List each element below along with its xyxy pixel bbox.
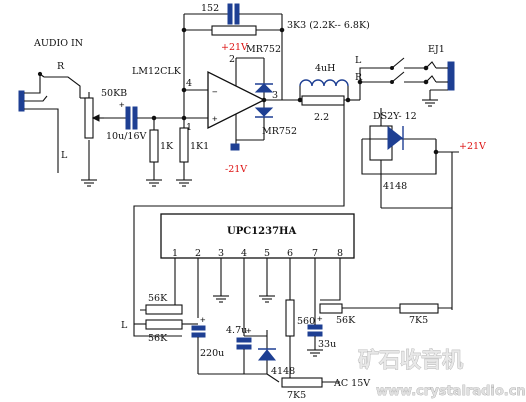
input-coupling-capacitor: +	[104, 100, 184, 130]
relay-contacts	[357, 57, 426, 100]
ic-pin-8: 8	[337, 248, 343, 259]
r7k5-b-label: 7K5	[287, 390, 306, 401]
jack-l-label: L	[355, 55, 362, 66]
diode-top-label: MR752	[246, 44, 281, 55]
cap-4-7u-label: 4.7u	[226, 325, 247, 336]
jack-name-label: EJ1	[428, 44, 445, 55]
feedback-resistor-label: 3K3 (2.2K-- 6.8K)	[287, 20, 370, 31]
headphone-output-jack	[422, 61, 455, 107]
relay-label: DS2Y- 12	[373, 111, 417, 122]
r56k-a-label: 56K	[148, 293, 168, 304]
vminus-label: -21V	[225, 164, 247, 175]
svg-text:+: +	[200, 315, 206, 326]
r1k1-label: 1K1	[190, 141, 209, 152]
r560-label: 560	[297, 316, 315, 327]
amp-pin4: 4	[186, 78, 192, 89]
ic-wiring	[133, 99, 453, 337]
watermark-cn: 矿石收音机	[358, 348, 463, 372]
ic-pin-4: 4	[241, 248, 247, 259]
watermark-url: www.crystalradio.cn	[376, 384, 526, 399]
resistor-7k5-a	[399, 303, 439, 314]
amp-pin3: 3	[272, 90, 278, 101]
capacitor-220u: +	[191, 315, 206, 374]
r1k-label: 1K	[160, 141, 174, 152]
resistor-56k-b	[134, 319, 198, 330]
ac-15v-label: AC 15V	[333, 378, 370, 389]
power-amplifier: − +	[181, 30, 266, 151]
output-resistor-2-2	[297, 95, 351, 106]
relay-vplus-label: +21V	[459, 141, 486, 152]
input-cap-label: 10u/16V	[106, 131, 146, 142]
capacitor-33u: +	[307, 300, 323, 357]
diode-4148-label: 4148	[271, 366, 295, 377]
r7k5-a-label: 7K5	[409, 315, 428, 326]
inductor-label: 4uH	[315, 63, 335, 74]
ic-pin-3: 3	[218, 248, 224, 259]
relay-diode-label: 4148	[383, 181, 407, 192]
cap-33u-label: 33u	[318, 339, 336, 350]
clamp-diodes	[236, 57, 282, 141]
ic-pin-1: 1	[172, 248, 178, 259]
resistor-56k-a	[140, 304, 183, 315]
res-2-2-label: 2.2	[314, 112, 329, 123]
jack-r-label: R	[355, 72, 363, 83]
watermark: 矿石收音机 www.crystalradio.cn	[358, 348, 526, 400]
resistor-1k1	[176, 118, 192, 187]
input-r-label: R	[57, 61, 65, 72]
l-bottom-label: L	[121, 320, 128, 331]
resistor-560	[285, 299, 295, 366]
ic-pin-5: 5	[264, 248, 270, 259]
ic-pin-7: 7	[312, 248, 318, 259]
feedback-network	[181, 3, 285, 100]
pot-value-label: 50KB	[101, 88, 127, 99]
svg-text:+: +	[212, 114, 218, 125]
amp-pin1: 1	[186, 122, 192, 133]
ground-symbol-input	[81, 140, 97, 187]
vplus-label: +21V	[221, 42, 248, 53]
feedback-cap-label: 152	[201, 3, 219, 14]
diode-bottom-label: MR752	[262, 126, 297, 137]
input-l-label: L	[61, 150, 68, 161]
ic-pin-2: 2	[195, 248, 201, 259]
volume-potentiometer	[80, 92, 104, 139]
svg-text:+: +	[119, 100, 125, 111]
svg-text:+: +	[246, 326, 252, 337]
svg-text:−: −	[212, 87, 218, 98]
audio-input-jack	[18, 71, 81, 173]
diode-4148-bottom	[198, 330, 280, 383]
svg-text:+: +	[317, 314, 323, 325]
r56k-b-label: 56K	[148, 333, 168, 344]
relay-coil-circuit	[361, 108, 459, 208]
capacitor-4-7u: +	[236, 326, 252, 374]
amp-name-label: LM12CLK	[132, 66, 182, 77]
r56k-c-label: 56K	[336, 315, 356, 326]
cap-220u-label: 220u	[200, 348, 224, 359]
resistor-1k	[146, 115, 162, 187]
resistor-7k5-b	[281, 366, 340, 388]
protection-ic	[160, 213, 355, 259]
ic-pin-6: 6	[287, 248, 293, 259]
ic-name-label: UPC1237HA	[227, 226, 296, 237]
amp-pin2: 2	[229, 54, 235, 65]
resistor-56k-c	[319, 303, 343, 314]
audio-in-label: AUDIO IN	[33, 38, 83, 49]
